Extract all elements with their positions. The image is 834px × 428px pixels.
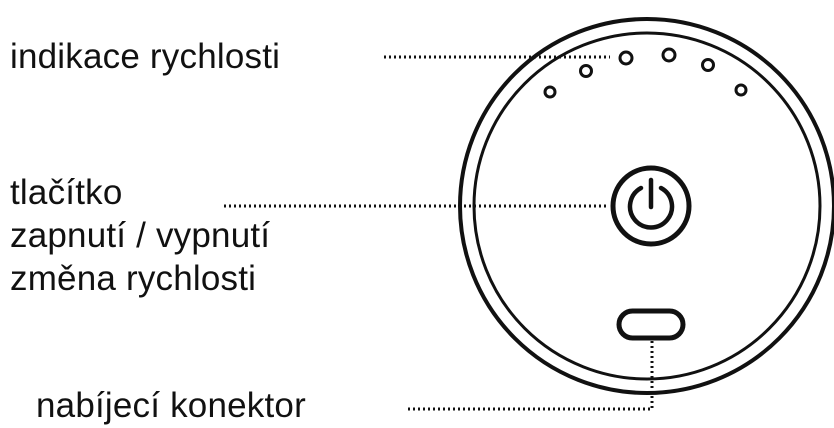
label-power-button: tlačítko zapnutí / vypnutí změna rychlos… [10, 171, 270, 300]
speed-led-5 [701, 58, 715, 72]
speed-led-3 [618, 50, 634, 66]
label-power-button-line-2: zapnutí / vypnutí [10, 216, 271, 255]
label-charging-connector: nabíjecí konektor [36, 386, 306, 425]
label-power-button-line-3: změna rychlosti [10, 259, 257, 298]
speed-indicator-leds [543, 47, 748, 99]
power-button-ring [610, 165, 692, 247]
leader-lines [224, 55, 654, 411]
speed-led-1 [543, 85, 557, 99]
label-speed-indicator: indikace rychlosti [10, 37, 281, 76]
power-icon [627, 185, 675, 230]
speed-led-6 [734, 83, 748, 97]
speed-led-2 [579, 64, 593, 78]
charging-port[interactable] [616, 308, 686, 341]
speed-led-4 [661, 47, 677, 63]
label-power-button-line-1: tlačítko [10, 173, 123, 212]
leader-line-charger [408, 341, 654, 411]
power-button[interactable] [610, 165, 692, 247]
